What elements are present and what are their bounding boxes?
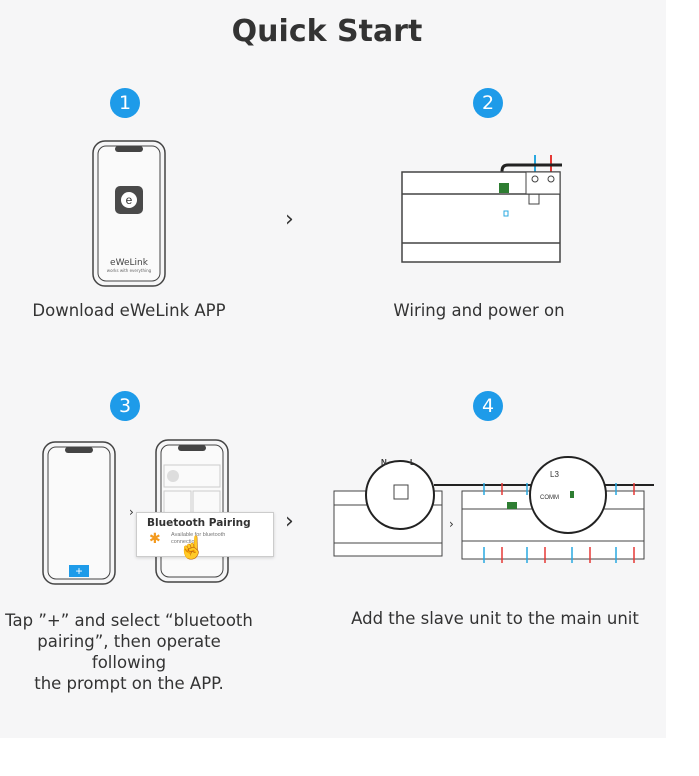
step-3-caption-line: Tap ”+” and select “bluetooth — [5, 611, 253, 630]
step-3-badge: 3 — [110, 391, 140, 421]
app-tagline: works with everything — [106, 268, 152, 273]
step-3-caption: Tap ”+” and select “bluetooth pairing”, … — [0, 610, 258, 694]
zoom-label-comm: COMM — [540, 495, 559, 501]
hand-pointer-icon: ☝ — [178, 535, 206, 560]
quick-start-panel: Quick Start 1 2 3 4 e eWeLink works with… — [0, 14, 654, 694]
phone-home-illustration — [42, 441, 116, 585]
app-name: eWeLink — [110, 258, 148, 268]
bluetooth-pairing-subtitle: Available for bluetooth connection — [171, 532, 226, 545]
add-device-button[interactable]: + — [69, 565, 89, 577]
slave-unit-illustration — [333, 456, 654, 563]
step-1-caption: Download eWeLink APP — [32, 301, 226, 320]
step-3-caption-line: the prompt on the APP. — [34, 674, 224, 693]
zoom-label-n: N — [381, 458, 387, 467]
bluetooth-pairing-title: Bluetooth Pairing — [147, 517, 251, 529]
step-3-caption-line: pairing”, then operate following — [37, 632, 221, 672]
page-title: Quick Start — [231, 14, 423, 49]
step-2-badge: 2 — [473, 88, 503, 118]
bluetooth-icon: ✱ — [149, 530, 161, 546]
chevron-right-icon: › — [449, 517, 454, 531]
zoom-label-l3: L3 — [550, 470, 559, 479]
bluetooth-pairing-option[interactable]: Bluetooth Pairing ✱ Available for blueto… — [136, 512, 274, 557]
zoom-label-l: L — [410, 458, 415, 467]
chevron-right-icon: › — [285, 509, 294, 534]
chevron-right-icon: › — [129, 505, 134, 519]
svg-text:e: e — [126, 193, 133, 207]
step-4-badge: 4 — [473, 391, 503, 421]
phone-app-illustration: e — [92, 140, 166, 287]
step-4-caption: Add the slave unit to the main unit — [351, 609, 639, 628]
step-1-badge: 1 — [110, 88, 140, 118]
wiring-device-illustration — [401, 155, 562, 263]
step-2-caption: Wiring and power on — [393, 301, 565, 320]
chevron-right-icon: › — [285, 207, 294, 232]
